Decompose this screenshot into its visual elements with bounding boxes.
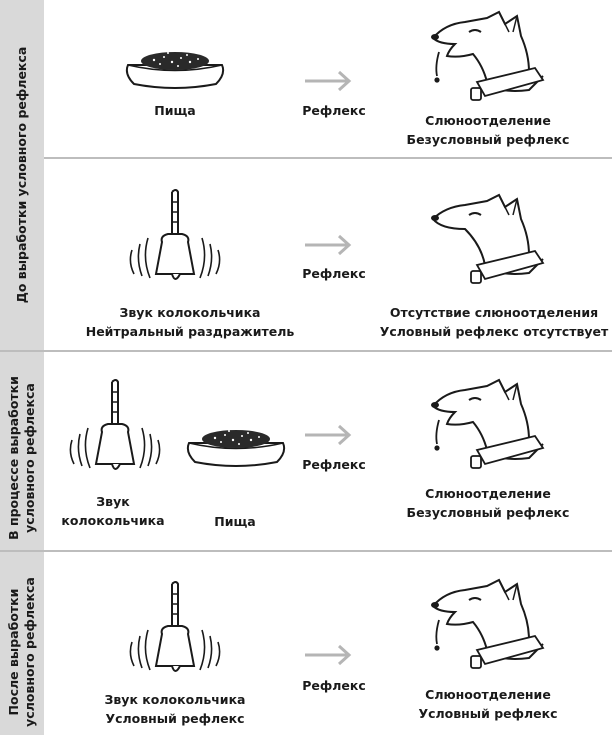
stimulus-line: Пища bbox=[214, 514, 256, 529]
stimulus-label: Звук колокольчика Условный рефлекс bbox=[105, 690, 246, 728]
arrow-right-icon bbox=[305, 424, 352, 446]
response-line: Условный рефлекс отсутствует bbox=[379, 324, 609, 339]
response-line: Слюноотделение bbox=[425, 486, 551, 501]
dog-head-icon bbox=[431, 378, 545, 469]
response-label: Слюноотделение Условный рефлекс bbox=[418, 685, 557, 723]
dog-head-icon bbox=[431, 10, 545, 101]
stimulus-label: Пища bbox=[154, 101, 195, 120]
response-line: Безусловный рефлекс bbox=[406, 132, 570, 147]
section-divider bbox=[0, 550, 612, 552]
response-label: Отсутствие слюноотделения Условный рефле… bbox=[380, 303, 609, 341]
stimulus-label: Звук колокольчика Нейтральный раздражите… bbox=[86, 303, 295, 341]
food-bowl-icon bbox=[186, 430, 286, 467]
bell-icon bbox=[69, 379, 161, 470]
arrow-right-icon bbox=[305, 70, 352, 92]
arrow-label: Рефлекс bbox=[302, 678, 366, 693]
food-bowl-icon bbox=[125, 52, 225, 89]
stimulus-line: Звук bbox=[96, 494, 130, 509]
stimulus-line: Звук колокольчика bbox=[119, 305, 261, 320]
response-line: Отсутствие слюноотделения bbox=[389, 305, 599, 320]
section-label-before: До выработки условного рефлекса bbox=[14, 46, 29, 304]
response-line: Условный рефлекс bbox=[418, 706, 558, 721]
arrow-label: Рефлекс bbox=[302, 457, 366, 472]
row-divider bbox=[44, 157, 612, 159]
section-label-during: В процессе выработки условного рефлекса bbox=[6, 376, 37, 540]
stimulus-line: Нейтральный раздражитель bbox=[85, 324, 295, 339]
response-line: Безусловный рефлекс bbox=[406, 505, 570, 520]
bell-icon bbox=[129, 189, 221, 280]
stimulus-line: Пища bbox=[154, 103, 196, 118]
response-line: Слюноотделение bbox=[425, 113, 551, 128]
section-divider bbox=[0, 350, 612, 352]
stimulus-line: колокольчика bbox=[61, 513, 165, 528]
section-sidebar bbox=[0, 0, 44, 735]
section-label-after: После выработки условного рефлекса bbox=[6, 577, 37, 727]
stimulus-label: Пища bbox=[214, 512, 255, 531]
bell-icon bbox=[129, 581, 221, 672]
arrow-label: Рефлекс bbox=[302, 266, 366, 281]
arrow-right-icon bbox=[305, 644, 352, 666]
stimulus-line: Условный рефлекс bbox=[105, 711, 245, 726]
stimulus-label: Звук колокольчика bbox=[61, 492, 164, 530]
response-line: Слюноотделение bbox=[425, 687, 551, 702]
stimulus-line: Звук колокольчика bbox=[104, 692, 246, 707]
arrow-label: Рефлекс bbox=[302, 103, 366, 118]
response-label: Слюноотделение Безусловный рефлекс bbox=[407, 484, 570, 522]
dog-head-icon bbox=[431, 578, 545, 669]
dog-head-icon bbox=[431, 193, 545, 284]
arrow-right-icon bbox=[305, 234, 352, 256]
response-label: Слюноотделение Безусловный рефлекс bbox=[407, 111, 570, 149]
